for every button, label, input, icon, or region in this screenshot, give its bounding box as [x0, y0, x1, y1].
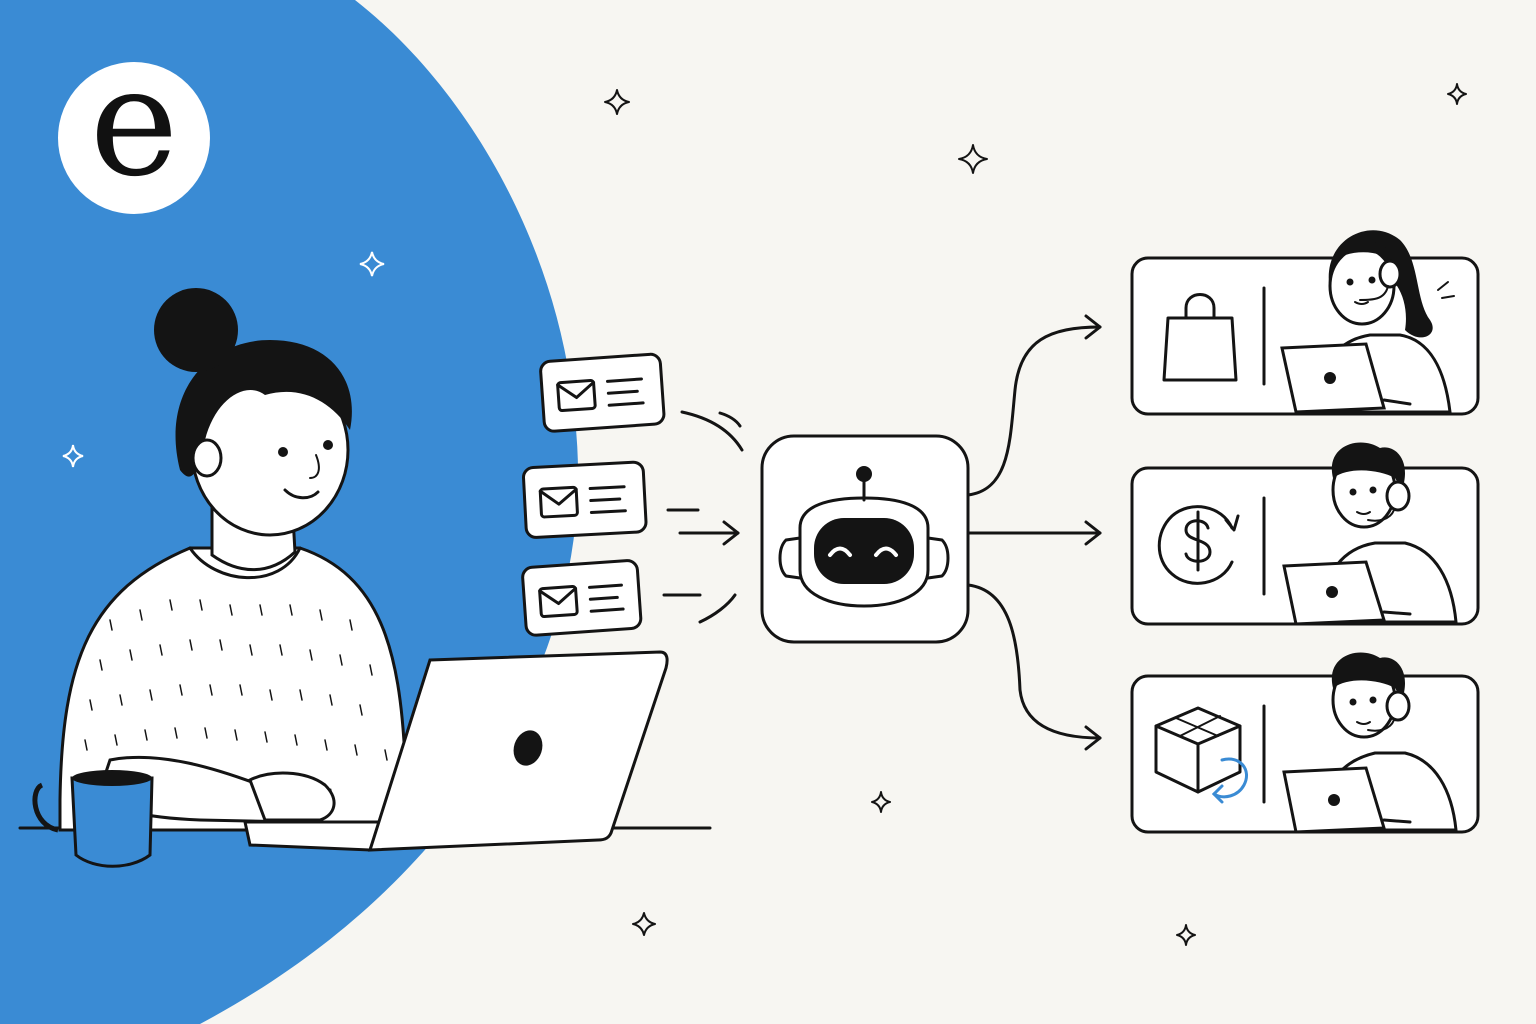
shopping-bag-icon: [1162, 293, 1238, 382]
message-card: [539, 352, 666, 433]
brand-logo: e: [58, 48, 210, 214]
routing-arrows: [966, 314, 1102, 751]
message-card: [522, 460, 648, 539]
envelope-icon: [538, 585, 579, 619]
robot-router: [760, 434, 970, 644]
incoming-messages: [521, 352, 666, 637]
robot-icon: [778, 466, 950, 608]
sparkle-icons: [62, 83, 1467, 946]
woman-at-laptop: [58, 288, 412, 832]
headset-icon: [1378, 259, 1402, 289]
box-return-icon: [1154, 706, 1248, 804]
route-panel-returns: [1130, 652, 1480, 834]
support-agent-man-icon: [1282, 652, 1458, 834]
support-agent-woman-icon: [1280, 230, 1455, 414]
dollar-refund-icon: [1157, 505, 1240, 585]
hair: [175, 340, 352, 477]
message-card: [521, 559, 643, 637]
incoming-motion-lines: [662, 410, 744, 624]
envelope-icon: [556, 379, 597, 413]
hair-bun: [154, 288, 238, 372]
route-panel-refund: [1130, 442, 1480, 626]
brand-logo-letter: e: [89, 36, 179, 210]
route-panel-shopping: [1130, 230, 1480, 416]
headset-icon: [1385, 690, 1411, 722]
laptop: [243, 650, 669, 852]
support-agent-man-icon: [1282, 442, 1458, 626]
laptop-logo-icon: [513, 730, 543, 766]
headset-icon: [1385, 480, 1411, 512]
coffee-mug: [32, 770, 154, 868]
envelope-icon: [538, 485, 579, 519]
